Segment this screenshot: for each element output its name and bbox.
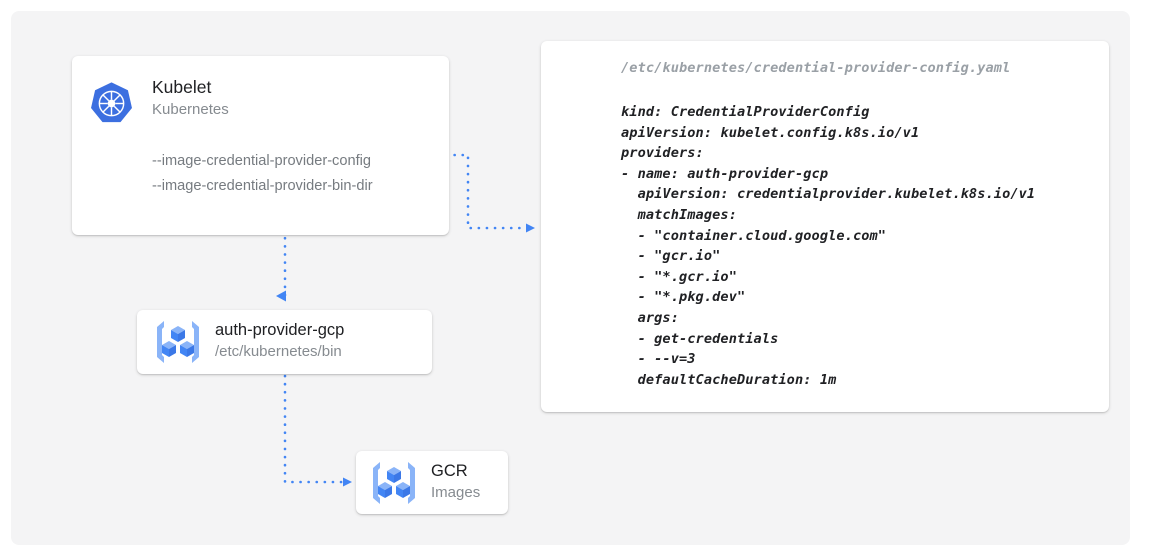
cube-top: [387, 467, 401, 483]
gcr-subtitle: Images: [431, 484, 481, 501]
cube-bottom-left: [162, 341, 176, 357]
kubelet-subtitle: Kubernetes: [152, 101, 229, 118]
kubelet-titles: Kubelet Kubernetes: [152, 76, 229, 120]
cube-top: [171, 326, 185, 342]
kubelet-node-card[interactable]: Kubelet Kubernetes --image-credential-pr…: [72, 56, 449, 235]
container-registry-icon: [157, 321, 199, 363]
config-file-contents: kind: CredentialProviderConfig apiVersio…: [621, 104, 1036, 388]
credential-provider-config-card[interactable]: /etc/kubernetes/credential-provider-conf…: [541, 41, 1109, 412]
gcr-node-card[interactable]: GCR Images: [356, 451, 508, 514]
auth-provider-title: auth-provider-gcp: [215, 321, 345, 339]
cube-bottom-right: [180, 341, 194, 357]
kubernetes-logo-icon: [91, 82, 132, 123]
kubelet-flag-list: --image-credential-provider-config --ima…: [152, 149, 373, 199]
kubelet-flag-bin-dir: --image-credential-provider-bin-dir: [152, 178, 373, 194]
cube-bottom-left: [378, 482, 392, 498]
kubelet-flag-config: --image-credential-provider-config: [152, 153, 371, 169]
config-file-path: /etc/kubernetes/credential-provider-conf…: [621, 60, 1011, 76]
cube-bottom-right: [396, 482, 410, 498]
kubelet-title: Kubelet: [152, 77, 212, 97]
auth-provider-subtitle: /etc/kubernetes/bin: [215, 343, 342, 360]
auth-provider-gcp-node-card[interactable]: auth-provider-gcp /etc/kubernetes/bin: [137, 310, 432, 374]
gcr-title: GCR: [431, 462, 468, 480]
container-registry-icon: [373, 462, 415, 504]
gcr-titles: GCR Images: [431, 460, 480, 503]
auth-provider-titles: auth-provider-gcp /etc/kubernetes/bin: [215, 319, 344, 362]
